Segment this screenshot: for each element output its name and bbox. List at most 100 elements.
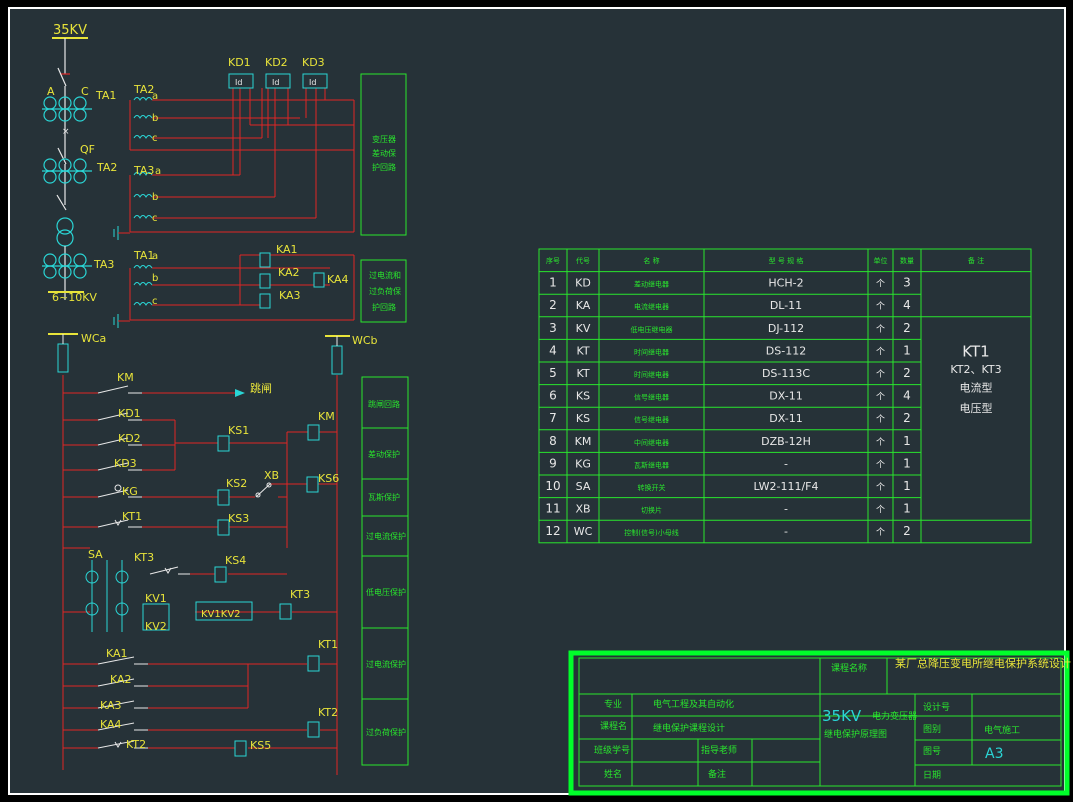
trip-arrow <box>235 389 245 397</box>
contact-kd3-label: KD3 <box>114 457 137 470</box>
table-header-cell: 备 注 <box>968 256 984 265</box>
table-cell: 8 <box>549 434 557 448</box>
contact-kt2-label: KT2 <box>126 738 146 751</box>
table-cell: KV <box>576 322 591 335</box>
coil-km[interactable] <box>307 424 320 441</box>
contact-ka4-label: KA4 <box>100 718 122 731</box>
table-cell: 信号继电器 <box>634 415 669 424</box>
table-cell: 时间继电器 <box>634 370 669 379</box>
kv-relays[interactable] <box>142 601 253 631</box>
table-cell: KT1 <box>962 342 989 360</box>
table-cell: 控制(信号)小母线 <box>624 528 678 537</box>
diff-relay-kd3-box <box>302 73 328 89</box>
table-cell: 4 <box>903 298 911 312</box>
table-cell: KD <box>575 277 591 290</box>
ct-phase-b: b <box>152 273 158 284</box>
diff-relay-kd2[interactable]: KD2 Id <box>265 56 291 89</box>
table-cell: KT <box>576 367 589 380</box>
drawing-title-line1: 电力变压器 <box>872 710 917 722</box>
table-cell: 信号继电器 <box>634 393 669 402</box>
xb-label: XB <box>264 469 279 482</box>
coil-kt1[interactable] <box>307 655 320 672</box>
ct-phase-a: a <box>152 91 158 102</box>
table-cell: 个 <box>876 324 885 335</box>
table-cell: 瓦斯继电器 <box>634 460 669 469</box>
coil-kt3[interactable] <box>279 603 292 620</box>
table-cell: 切换片 <box>641 506 662 515</box>
dc-section-boxes <box>361 376 409 766</box>
relay-ka3-coil[interactable] <box>259 293 271 309</box>
table-cell: 个 <box>876 505 885 516</box>
table-header-cell: 数量 <box>900 256 914 265</box>
design-no-label: 设计号 <box>923 701 950 713</box>
table-cell: 个 <box>876 459 885 470</box>
phase-a-label: A <box>47 85 55 98</box>
table-cell: 个 <box>876 279 885 290</box>
coil-ks1[interactable] <box>217 435 230 452</box>
relay-kv1-label: KV1 <box>145 592 167 605</box>
coil-ks2[interactable] <box>217 489 230 506</box>
relay-ka4-coil[interactable] <box>313 272 325 288</box>
diff-circuit-box-label: 变压器差动保护回路 <box>372 134 396 172</box>
ct-group-ta3-label: TA3 <box>133 164 154 177</box>
relay-ka1-coil[interactable] <box>259 252 271 268</box>
ct-group-ta1-label: TA1 <box>133 249 154 262</box>
drawing-no-value: A3 <box>985 746 1003 762</box>
table-cell: 1 <box>903 456 911 470</box>
table-cell: DL-11 <box>770 299 802 312</box>
trip-label: 跳闸 <box>250 381 272 395</box>
coil-kt2[interactable] <box>307 721 320 738</box>
diff-relay-kd1[interactable]: KD1 Id <box>228 56 254 89</box>
ct-ta3-label: TA3 <box>93 258 114 271</box>
sa-switch[interactable] <box>85 560 129 632</box>
table-cell: 2 <box>903 524 911 538</box>
fuse-wcb[interactable] <box>331 345 343 375</box>
diff-relay-kd1-box <box>228 73 254 89</box>
section-trip-label: 跳闸回路 <box>368 399 400 409</box>
contact-kt3-label: KT3 <box>134 551 154 564</box>
table-cell: 低电压继电器 <box>631 325 673 334</box>
table-frame <box>538 248 1032 544</box>
fuse-wca[interactable] <box>57 343 69 373</box>
coil-ks5[interactable] <box>234 740 247 757</box>
relay-ka3-label: KA3 <box>279 289 301 302</box>
overcurrent-circuit-box[interactable] <box>360 259 407 323</box>
project-title: 某厂总降压变电所继电保护系统设计 <box>895 656 1071 670</box>
course-value: 继电保护课程设计 <box>653 722 725 734</box>
coil-kt1-label: KT1 <box>318 638 338 651</box>
coil-kt2-label: KT2 <box>318 706 338 719</box>
contact-kd2-label: KD2 <box>118 432 141 445</box>
diff-relay-kd2-box <box>265 73 291 89</box>
voltage-lv-label: 6~10KV <box>52 291 97 304</box>
table-cell: 电流型 <box>960 381 993 395</box>
table-cell: HCH-2 <box>768 277 803 290</box>
table-cell: 4 <box>903 389 911 403</box>
coil-ks1-label: KS1 <box>228 424 249 437</box>
table-header-cell: 名 称 <box>643 256 659 265</box>
ct-ta2-label: TA2 <box>96 161 117 174</box>
contact-ka1-label: KA1 <box>106 647 128 660</box>
date-label: 日期 <box>923 770 941 781</box>
section-overload-box[interactable] <box>361 698 409 766</box>
drawing-sheet[interactable] <box>8 7 1066 795</box>
table-cell: 5 <box>549 366 557 380</box>
table-cell: 2 <box>549 298 557 312</box>
table-cell: 个 <box>876 369 885 380</box>
table-cell: WC <box>574 525 593 538</box>
diff-relay-kd3[interactable]: KD3 Id <box>302 56 328 89</box>
table-cell: 1 <box>903 343 911 357</box>
coil-ks6[interactable] <box>306 476 319 493</box>
table-header-cell: 单位 <box>874 256 888 265</box>
coil-ks4[interactable] <box>214 566 227 583</box>
relay-ka2-coil[interactable] <box>259 273 271 289</box>
table-cell: KS <box>576 390 590 403</box>
contact-ka3-label: KA3 <box>100 699 122 712</box>
diff-circuit-box[interactable] <box>360 73 407 236</box>
contact-kt1-label: KT1 <box>122 510 142 523</box>
coil-ks2-label: KS2 <box>226 477 247 490</box>
coil-ks3[interactable] <box>217 519 230 536</box>
table-cell: 3 <box>903 276 911 290</box>
relay-ka4-label: KA4 <box>327 273 349 286</box>
